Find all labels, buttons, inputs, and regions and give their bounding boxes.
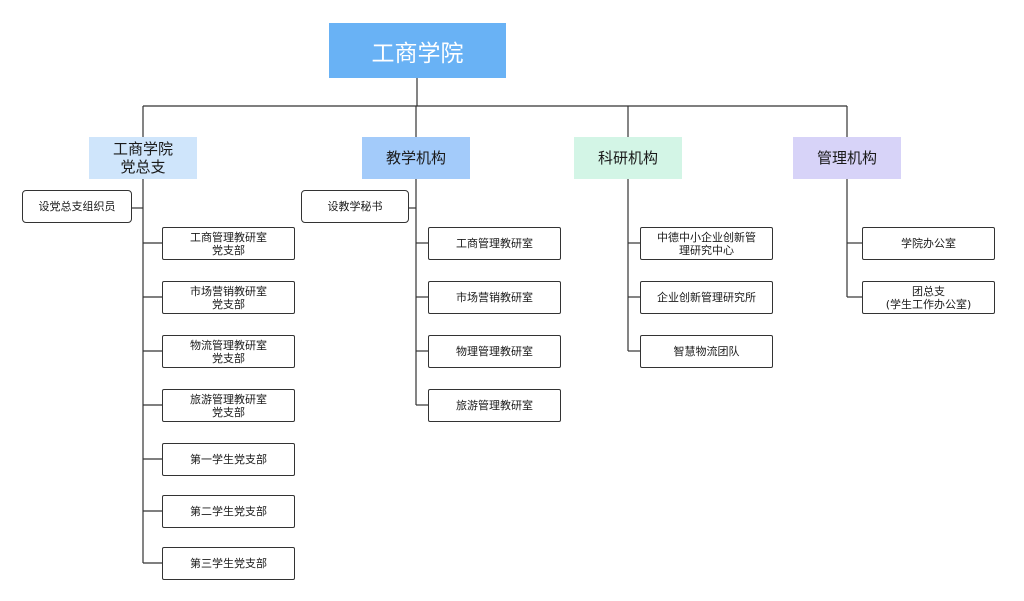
child-label: 企业创新管理研究所 (657, 291, 756, 304)
branch-label-line2: 党总支 (120, 158, 166, 176)
child-label: 第二学生党支部 (190, 505, 267, 518)
child-label: 智慧物流团队 (673, 345, 740, 358)
child-node: 团总支(学生工作办公室) (862, 281, 995, 314)
child-node: 学院办公室 (862, 227, 995, 260)
branch-research: 科研机构 (574, 137, 682, 179)
child-node: 市场营销教研室党支部 (162, 281, 295, 314)
child-node: 第一学生党支部 (162, 443, 295, 476)
child-node: 第二学生党支部 (162, 495, 295, 528)
child-label: 旅游管理教研室 (456, 399, 533, 412)
child-node: 物流管理教研室党支部 (162, 335, 295, 368)
branch-label: 工商学院 (112, 140, 173, 158)
child-label-line2: 理研究中心 (679, 243, 734, 257)
branch-label: 教学机构 (385, 149, 446, 167)
child-label-line2: (学生工作办公室) (885, 297, 972, 311)
branch-teaching: 教学机构 (362, 137, 470, 179)
child-node: 第三学生党支部 (162, 547, 295, 580)
child-label: 旅游管理教研室 (190, 392, 267, 406)
branch-label: 管理机构 (816, 149, 877, 167)
child-node: 工商管理教研室党支部 (162, 227, 295, 260)
child-label-line2: 党支部 (212, 351, 245, 365)
child-label: 第三学生党支部 (190, 557, 267, 570)
child-label: 市场营销教研室 (456, 291, 533, 304)
child-node: 工商管理教研室 (428, 227, 561, 260)
root-label: 工商学院 (371, 40, 464, 67)
side-note-organizer: 设党总支组织员 (22, 190, 132, 223)
child-label: 市场营销教研室 (190, 284, 267, 298)
child-label-line2: 党支部 (212, 243, 245, 257)
child-label: 物理管理教研室 (456, 345, 533, 358)
child-label: 学院办公室 (901, 237, 956, 250)
child-node: 中德中小企业创新管理研究中心 (640, 227, 773, 260)
side-note-label: 设党总支组织员 (38, 200, 116, 213)
side-note-secretary: 设教学秘书 (301, 190, 409, 223)
child-node: 市场营销教研室 (428, 281, 561, 314)
branch-label: 科研机构 (597, 149, 658, 167)
child-label: 物流管理教研室 (190, 338, 267, 352)
side-note-label: 设教学秘书 (327, 200, 383, 213)
branch-management: 管理机构 (793, 137, 901, 179)
child-label: 工商管理教研室 (456, 237, 533, 250)
child-node: 旅游管理教研室 (428, 389, 561, 422)
child-node: 旅游管理教研室党支部 (162, 389, 295, 422)
child-label-line2: 党支部 (212, 297, 245, 311)
root-node: 工商学院 (329, 23, 506, 78)
child-label-line2: 党支部 (212, 405, 245, 419)
child-label: 中德中小企业创新管 (657, 230, 756, 244)
branch-party-committee: 工商学院 党总支 (89, 137, 197, 179)
child-label: 第一学生党支部 (190, 453, 267, 466)
child-node: 智慧物流团队 (640, 335, 773, 368)
child-node: 企业创新管理研究所 (640, 281, 773, 314)
child-node: 物理管理教研室 (428, 335, 561, 368)
child-label: 工商管理教研室 (190, 230, 267, 244)
child-label: 团总支 (912, 284, 945, 298)
